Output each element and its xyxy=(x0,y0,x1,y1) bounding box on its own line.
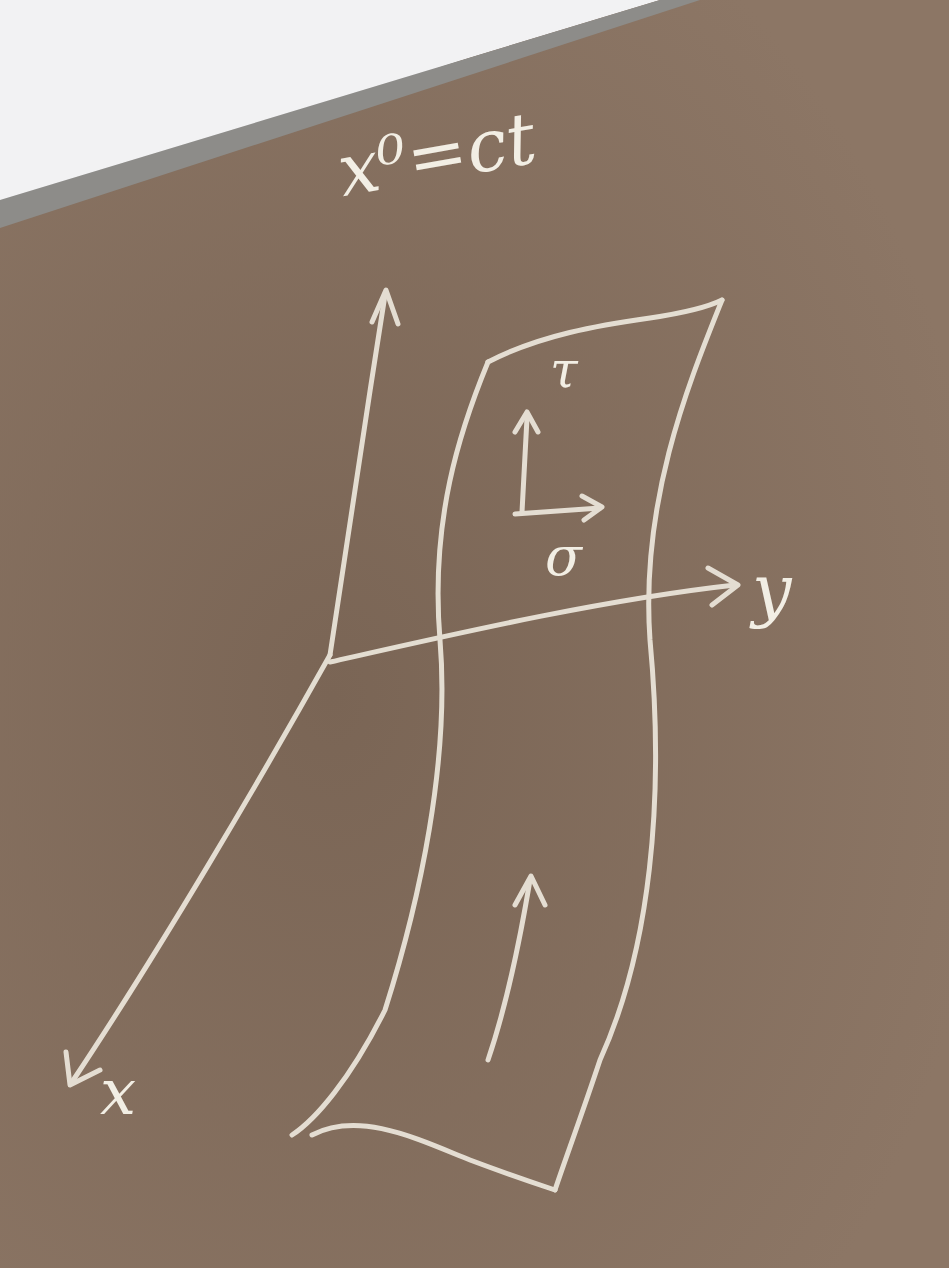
arrow-head xyxy=(515,876,545,905)
worldsheet-edge xyxy=(312,1125,555,1190)
worldsheet-edge xyxy=(555,300,722,1190)
axis-label: x xyxy=(100,1060,136,1124)
worldsheet-edge xyxy=(488,300,722,362)
parameter-label: σ xyxy=(545,530,582,584)
parameter-label: τ xyxy=(550,345,578,395)
arrow-head xyxy=(66,1052,100,1085)
arrow-head xyxy=(708,568,738,605)
sigma-arrow xyxy=(515,508,600,514)
axis-label: y xyxy=(752,555,792,625)
tau-arrow xyxy=(522,418,527,512)
worldsheet-edge xyxy=(292,362,488,1135)
arrow-head xyxy=(515,412,538,432)
time-axis xyxy=(330,295,385,655)
y-axis xyxy=(330,585,735,662)
flow-arrow xyxy=(488,880,530,1060)
arrow-head xyxy=(372,290,398,324)
arrow-head xyxy=(582,496,602,520)
wall xyxy=(0,0,949,215)
x-axis xyxy=(72,655,330,1082)
board-frame xyxy=(0,0,700,228)
